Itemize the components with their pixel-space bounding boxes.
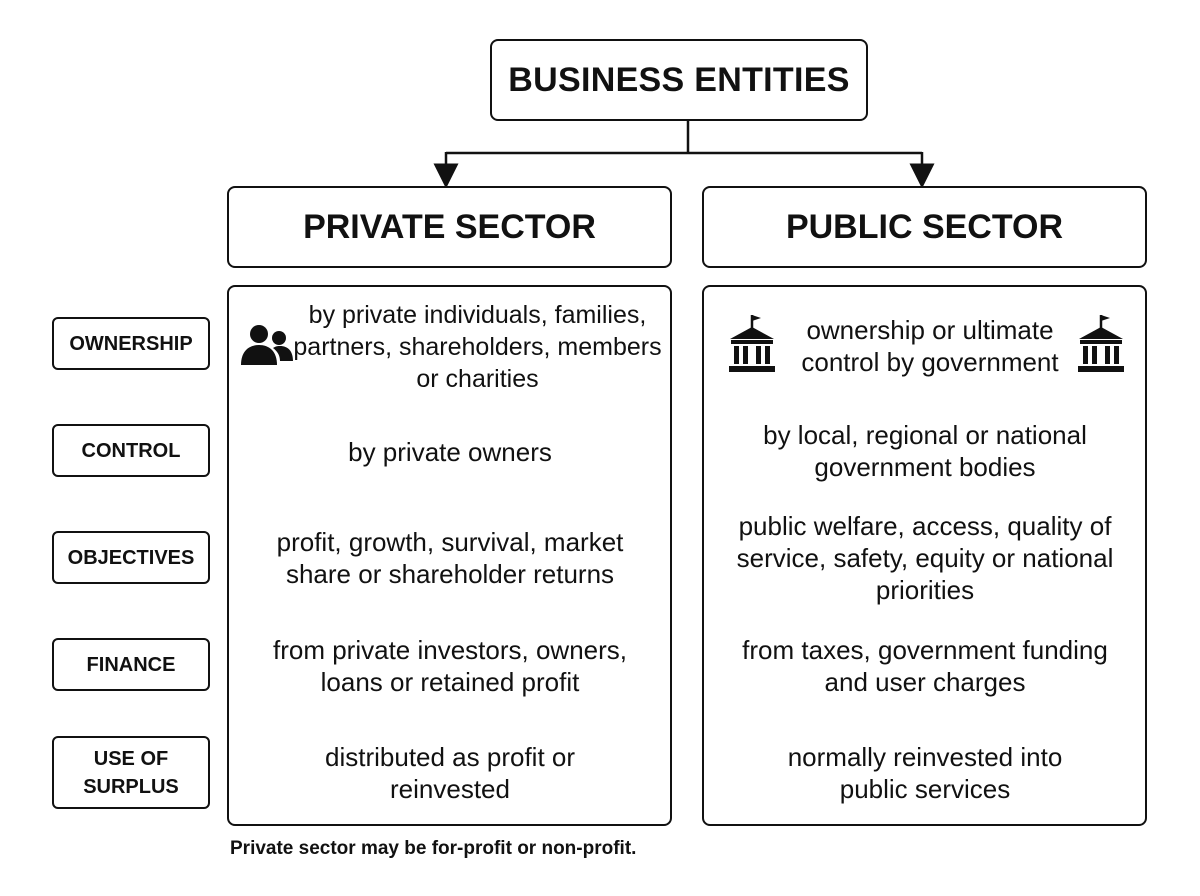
diagram-title: BUSINESS ENTITIES: [490, 39, 868, 121]
private-sector-column: [227, 285, 672, 826]
public-objectives-text: public welfare, access, quality of servi…: [736, 511, 1114, 605]
row-label-use-of-surplus: USE OF SURPLUS: [52, 736, 210, 809]
public-surplus-text: normally reinvested into public services: [787, 742, 1063, 804]
row-label-use-of-surplus-line2: SURPLUS: [83, 775, 179, 798]
row-label-finance: FINANCE: [52, 638, 210, 691]
row-label-use-of-surplus-line1: USE OF: [93, 747, 169, 770]
government-building-icon-right: [1076, 313, 1126, 378]
public-sector-column: [702, 285, 1147, 826]
row-label-objectives: OBJECTIVES: [52, 531, 210, 584]
private-sector-header: PRIVATE SECTOR: [227, 186, 672, 268]
government-building-icon-left: [727, 313, 777, 378]
public-finance-text: from taxes, government funding and user …: [742, 635, 1108, 697]
private-ownership-text: by private individuals, families, partne…: [293, 301, 662, 393]
private-surplus-text: distributed as profit or reinvested: [325, 742, 576, 804]
private-finance-text: from private investors, owners, loans or…: [272, 635, 627, 697]
private-control-text: by private owners: [348, 437, 552, 467]
public-sector-header: PUBLIC SECTOR: [702, 186, 1147, 268]
footnote: Private sector may be for-profit or non-…: [230, 838, 637, 859]
row-label-ownership: OWNERSHIP: [52, 317, 210, 370]
row-label-control: CONTROL: [52, 424, 210, 477]
public-ownership-text: ownership or ultimate control by governm…: [801, 315, 1059, 377]
people-icon: [240, 323, 294, 372]
private-objectives-text: profit, growth, survival, market share o…: [276, 527, 624, 589]
public-control-text: by local, regional or national governmen…: [763, 420, 1087, 482]
